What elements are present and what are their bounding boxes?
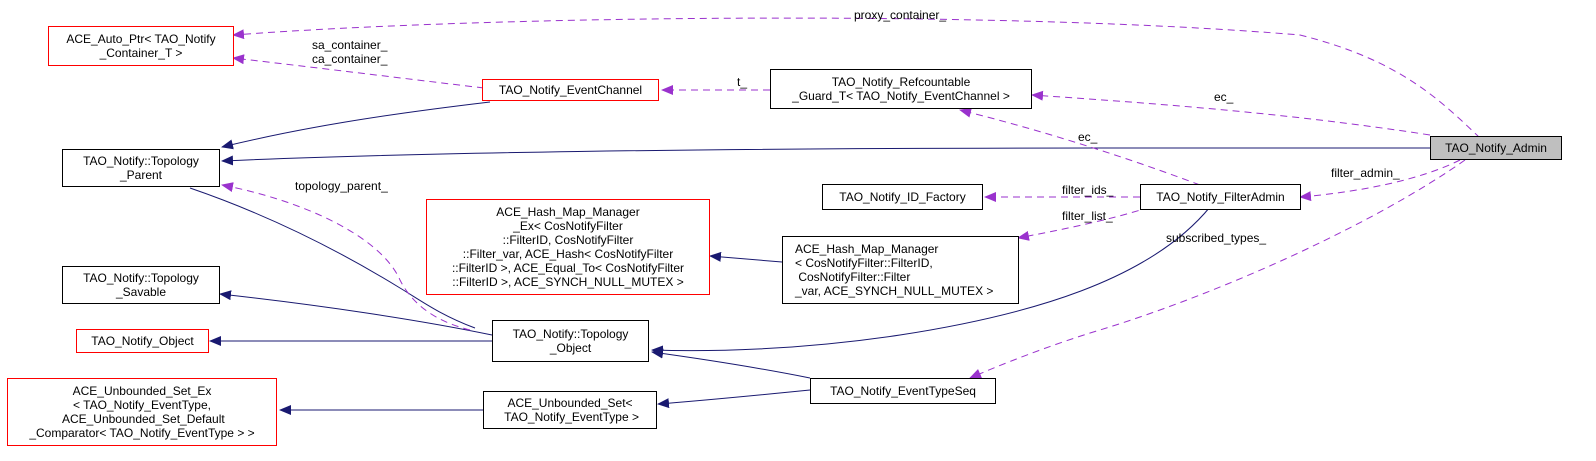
edge-eventtypeseq-to-topology-object (651, 348, 811, 379)
node-ace-hash-map-manager[interactable]: ACE_Hash_Map_Manager < CosNotifyFilter::… (782, 236, 1019, 304)
edge-label-subscribed-types: subscribed_types_ (1166, 231, 1267, 245)
edge-label-ec-guard: ec_ (1214, 90, 1234, 104)
edge-topology-parent (221, 182, 471, 331)
edge-hashmap-to-hashmap-ex (709, 251, 783, 263)
edge-topology-object-to-topology-parent (189, 187, 476, 329)
node-ace-hash-map-manager-ex[interactable]: ACE_Hash_Map_Manager _Ex< CosNotifyFilte… (426, 199, 710, 295)
edge-label-proxy-container: proxy_container_ (854, 8, 947, 22)
node-ace-unbounded-set[interactable]: ACE_Unbounded_Set< TAO_Notify_EventType … (483, 391, 657, 429)
edge-label-sa-ca-container: sa_container_ ca_container_ (312, 38, 388, 66)
edge-subscribed-types (969, 159, 1466, 379)
edge-label-filter-admin: filter_admin_ (1331, 166, 1400, 180)
node-tao-notify-id-factory[interactable]: TAO_Notify_ID_Factory (822, 184, 983, 210)
node-ace-unbounded-set-ex[interactable]: ACE_Unbounded_Set_Ex < TAO_Notify_EventT… (7, 378, 277, 446)
node-tao-notify-admin[interactable]: TAO_Notify_Admin (1430, 136, 1562, 160)
node-tao-notify-refcountable-guard[interactable]: TAO_Notify_Refcountable _Guard_T< TAO_No… (770, 69, 1032, 109)
node-topology-object[interactable]: TAO_Notify::Topology _Object (492, 320, 649, 362)
node-tao-notify-eventtypeseq[interactable]: TAO_Notify_EventTypeSeq (810, 378, 996, 404)
edge-label-t: t_ (737, 75, 748, 89)
node-tao-notify-eventchannel[interactable]: TAO_Notify_EventChannel (482, 79, 659, 101)
edge-label-topology-parent: topology_parent_ (295, 179, 388, 193)
edge-admin-to-topology-parent (221, 147, 1430, 166)
edge-label-filter-list: filter_list_ (1062, 209, 1113, 223)
node-tao-notify-filteradmin[interactable]: TAO_Notify_FilterAdmin (1140, 184, 1301, 210)
edge-eventtypeseq-to-unbounded-set (657, 389, 811, 409)
edge-label-filter-ids: filter_ids_ (1062, 183, 1114, 197)
edge-topology-object-to-savable (219, 290, 493, 336)
edge-sa-ca-container (232, 54, 485, 89)
edge-label-ec-filter: ec_ (1078, 130, 1098, 144)
edge-filteradmin-to-topology-object (651, 206, 1211, 356)
edge-ec-filter (959, 107, 1201, 186)
edge-proxy-container (232, 17, 1481, 139)
node-tao-notify-object[interactable]: TAO_Notify_Object (76, 329, 209, 353)
edge-filter-admin (1299, 159, 1461, 202)
edge-eventchannel-to-topology-parent (221, 101, 491, 150)
node-topology-savable[interactable]: TAO_Notify::Topology _Savable (62, 266, 220, 304)
node-topology-parent[interactable]: TAO_Notify::Topology _Parent (62, 149, 220, 187)
edge-ec-guard (1031, 90, 1431, 136)
edge-filter-list (1017, 206, 1151, 241)
node-ace-auto-ptr[interactable]: ACE_Auto_Ptr< TAO_Notify _Container_T > (48, 26, 234, 66)
